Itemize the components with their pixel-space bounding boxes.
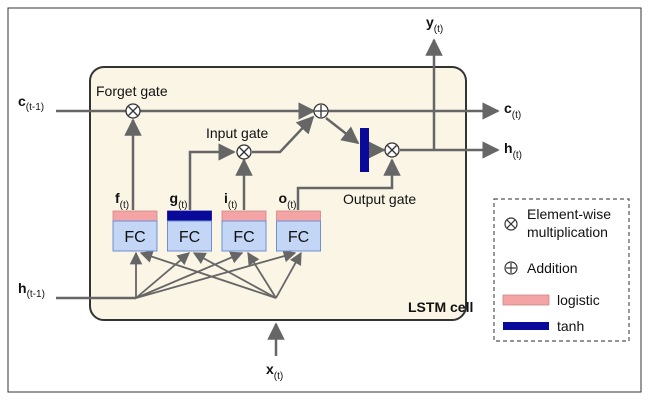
cell-tanh-bar	[360, 128, 369, 172]
o-to-output-line	[296, 158, 401, 210]
activation-bar-logistic	[112, 210, 158, 222]
legend-addition-icon	[504, 261, 518, 275]
layer-output-label-f: f(t)	[115, 190, 129, 211]
legend: Element-wise multiplication Addition log…	[493, 198, 630, 342]
fc-label: FC	[124, 229, 145, 246]
fc-box	[112, 220, 158, 252]
input-multiply-icon	[236, 144, 252, 160]
fc-layer-g: FC g(t)	[167, 190, 212, 252]
c-prev-label: c(t-1)	[18, 93, 44, 113]
h-prev-label: h(t-1)	[18, 280, 45, 300]
x-to-g-line	[192, 252, 277, 299]
legend-tanh-label: tanh	[557, 318, 584, 334]
legend-multiply-label-2: multiplication	[527, 224, 608, 240]
legend-multiply-label-1: Element-wise	[527, 206, 611, 222]
legend-addition-label: Addition	[527, 260, 578, 276]
fc-layer-f: FC f(t)	[112, 190, 158, 252]
c-output-label: c(t)	[504, 100, 521, 121]
forget-multiply-icon	[125, 103, 141, 119]
x-input-label: x(t)	[266, 361, 283, 382]
legend-logistic-swatch	[502, 294, 550, 306]
fc-layer-i: FC i(t)	[221, 190, 267, 252]
fc-layer-o: FC o(t)	[276, 190, 321, 252]
y-output-label: y(t)	[426, 14, 443, 35]
x-to-o-line	[275, 251, 302, 299]
h-to-i-line	[135, 251, 244, 299]
input-to-add-line	[252, 115, 315, 154]
forget-gate-label: Forget gate	[96, 83, 168, 99]
activation-bar-logistic	[221, 210, 267, 222]
output-multiply-icon	[384, 142, 400, 158]
fc-label: FC	[288, 229, 309, 246]
fan-lines	[129, 250, 302, 299]
input-gate-label: Input gate	[206, 125, 268, 141]
layer-output-label-g: g(t)	[170, 190, 188, 211]
x-to-i-line	[247, 251, 277, 299]
legend-tanh-swatch	[503, 322, 549, 330]
fc-layers: FC f(t) FC g(t) FC i(t) FC o(t)	[112, 190, 321, 252]
connections	[56, 38, 500, 356]
fc-box	[221, 220, 267, 252]
fc-label: FC	[233, 229, 254, 246]
fc-label: FC	[179, 229, 200, 246]
fc-box	[276, 220, 321, 252]
addition-icon	[313, 103, 329, 119]
layer-output-label-i: i(t)	[224, 190, 237, 211]
legend-multiply-icon	[504, 217, 518, 231]
fc-box	[167, 220, 212, 252]
layer-output-label-o: o(t)	[279, 190, 297, 211]
g-to-input-line	[188, 143, 236, 210]
lstm-cell-label: LSTM cell	[408, 299, 473, 315]
add-to-tanh-line	[325, 117, 360, 145]
legend-logistic-label: logistic	[557, 292, 600, 308]
h-to-g-line	[135, 252, 190, 299]
h-to-o-line	[135, 250, 297, 299]
output-gate-label: Output gate	[343, 191, 416, 207]
x-to-f-line	[139, 250, 277, 299]
activation-bar-logistic	[276, 210, 321, 222]
activation-bar-tanh	[167, 210, 212, 222]
h-output-label: h(t)	[504, 140, 522, 161]
